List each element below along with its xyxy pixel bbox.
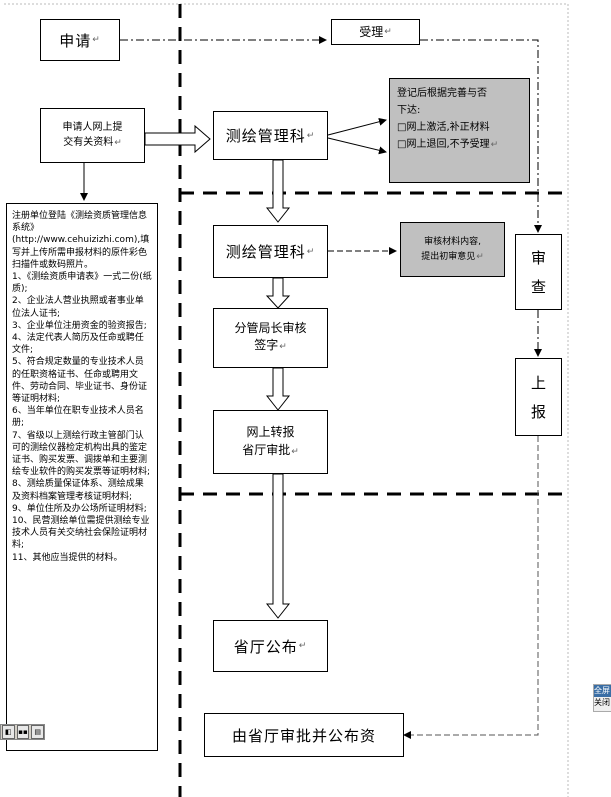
doc-list-item: 6、当年单位在职专业技术人员名册;: [12, 406, 144, 429]
para-mark: ↵: [279, 342, 287, 352]
online-submit-line1: 申请人网上提: [62, 122, 123, 133]
report-vertical-node: 上 报: [515, 358, 562, 436]
dept1-to-dept2-hollow-arrow: [265, 159, 291, 223]
doc-list-item: 9、单位住所及办公场所证明材料;: [12, 503, 147, 514]
mapping-dept-label-2: 测绘管理科: [225, 243, 306, 261]
forward-to-publish-hollow-arrow: [265, 473, 291, 619]
registration-option-reject: □网上退回,不予受理: [397, 139, 490, 150]
report-char-1: 上: [530, 374, 546, 392]
view-toolbar: ◧ ▪▪ ▤: [0, 724, 45, 740]
report-to-final-connector: [403, 436, 539, 739]
online-submit-node: 申请人网上提 交有关资料↵: [40, 108, 145, 163]
deputy-sign-node: 分管局长审核 签字↵: [213, 308, 328, 368]
doc-list-item: 注册单位登陆《测绘资质管理信息系统》(http://www.cehuizizhi…: [12, 211, 150, 270]
review-char-2: 查: [530, 278, 546, 296]
apply-label: 申请: [59, 31, 92, 50]
deputy-sign-line1: 分管局长审核: [234, 321, 307, 335]
para-mark: ↵: [476, 251, 484, 262]
provincial-publish-node: 省厅公布↵: [213, 620, 328, 672]
mapping-dept-node-1: 测绘管理科↵: [213, 111, 328, 160]
document-list: 注册单位登陆《测绘资质管理信息系统》(http://www.cehuizizhi…: [6, 203, 158, 751]
para-mark: ↵: [92, 35, 101, 45]
para-mark: ↵: [490, 140, 499, 150]
doc-list-item: 10、民营测绘单位需提供测绘专业技术人员有关交纳社会保险证明材料;: [12, 516, 150, 551]
normal-view-icon[interactable]: ◧: [2, 725, 15, 739]
para-mark: ↵: [384, 26, 392, 37]
dept2-to-deputy-hollow-arrow: [265, 277, 291, 309]
fullscreen-label[interactable]: 全屏: [594, 685, 611, 697]
final-label: 由省厅审批并公布资: [231, 726, 376, 745]
para-mark: ↵: [306, 246, 316, 257]
dept-to-registration-arrow-2: [327, 137, 387, 155]
mapping-dept-node-2: 测绘管理科↵: [213, 225, 328, 278]
final-node: 由省厅审批并公布资: [204, 713, 404, 757]
apply-node: 申请↵: [40, 19, 120, 61]
close-label[interactable]: 关闭: [594, 698, 610, 707]
doc-list-item: 4、法定代表人简历及任命或聘任文件;: [12, 333, 144, 356]
dept-to-registration-arrow: [327, 117, 387, 136]
review-materials-line2: 提出初审意见: [421, 251, 476, 262]
report-char-2: 报: [530, 403, 546, 421]
registration-node: 登记后根据完善与否 下达: □网上激活,补正材料 □网上退回,不予受理↵: [389, 78, 530, 183]
online-submit-line2: 交有关资料: [63, 137, 114, 148]
doc-list-item: 7、省级以上测绘行政主管部门认可的测绘仪器检定机构出具的鉴定证书、购买发票、调拨…: [12, 430, 151, 478]
doc-list-item: 1、《测绘资质申请表》一式二份(纸质);: [12, 272, 152, 295]
accept-node: 受理↵: [331, 19, 420, 45]
accept-label: 受理: [359, 24, 384, 39]
review-materials-line1: 审核材料内容,: [424, 236, 481, 247]
accept-to-review-connector: [420, 39, 542, 233]
online-forward-line1: 网上转报: [246, 425, 295, 439]
para-mark: ↵: [114, 138, 122, 148]
review-char-1: 审: [530, 249, 546, 267]
doc-list-item: 8、测绘质量保证体系、测绘成果及资料档案管理考核证明材料;: [12, 479, 144, 502]
online-forward-node: 网上转报 省厅审批↵: [213, 410, 328, 474]
para-mark: ↵: [298, 641, 308, 651]
view-mode-button[interactable]: ▪▪: [16, 725, 30, 739]
review-vertical-node: 审 查: [515, 234, 562, 310]
para-mark: ↵: [291, 447, 299, 457]
registration-option-activate: □网上激活,补正材料: [397, 122, 490, 133]
doc-list-item: 5、符合规定数量的专业技术人员的任职资格证书、任命或聘用文件、劳动合同、毕业证书…: [12, 357, 148, 405]
fullscreen-widget[interactable]: 全屏 关闭: [593, 684, 611, 712]
outline-view-icon[interactable]: ▤: [31, 725, 45, 739]
mapping-dept-label-1: 测绘管理科: [225, 127, 306, 145]
review-materials-node: 审核材料内容, 提出初审意见↵: [400, 222, 505, 277]
deputy-sign-line2: 签字: [254, 338, 279, 352]
online-forward-line2: 省厅审批: [242, 443, 291, 457]
submit-to-dept-hollow-arrow: [144, 124, 211, 154]
deputy-to-forward-hollow-arrow: [265, 367, 291, 411]
registration-line2: 下达:: [397, 105, 421, 116]
doc-list-item: 11、其他应当提供的材料。: [12, 552, 123, 563]
doc-list-item: 3、企业单位注册资金的验资报告;: [12, 320, 147, 331]
doc-list-item: 2、企业法人营业执照或者事业单位法人证书;: [12, 296, 144, 319]
para-mark: ↵: [306, 130, 316, 141]
registration-line1: 登记后根据完善与否: [397, 88, 487, 99]
provincial-publish-label: 省厅公布: [233, 637, 298, 656]
